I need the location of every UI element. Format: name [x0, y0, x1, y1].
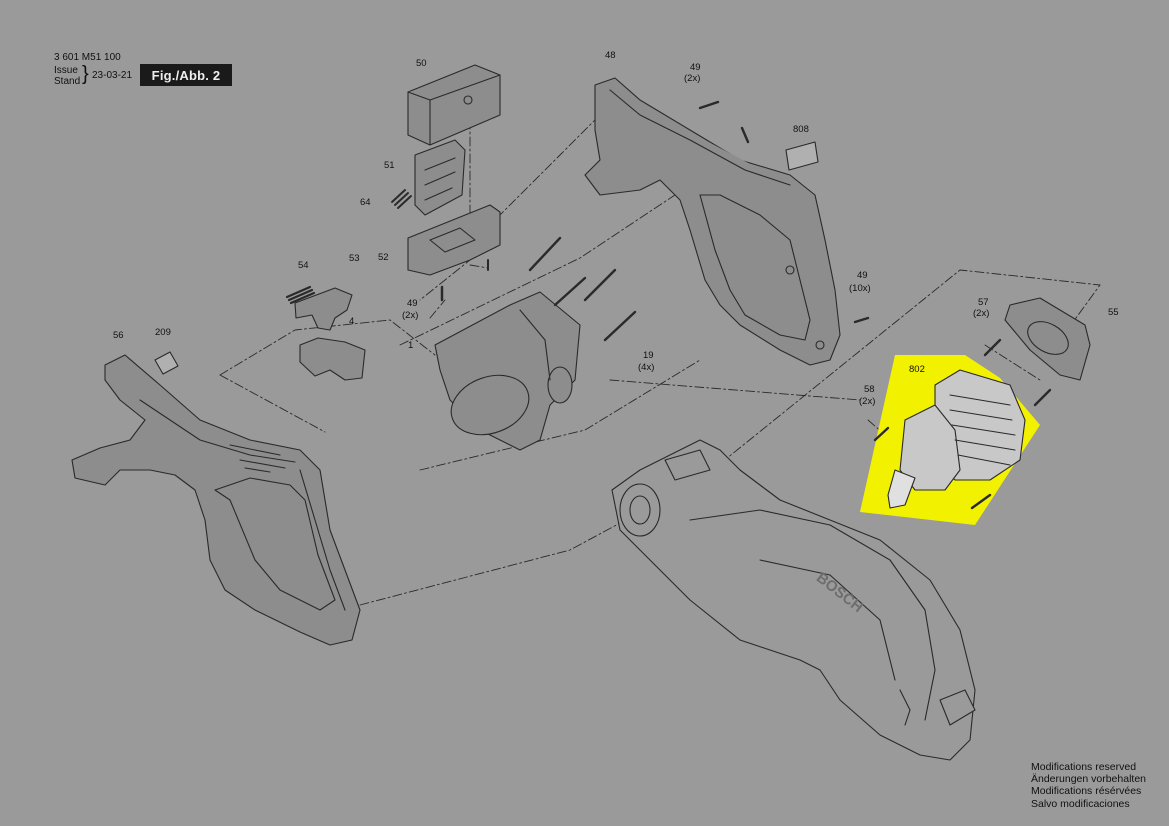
callout-209: 209 [155, 327, 171, 338]
part-55 [1004, 297, 1091, 381]
callout-64: 64 [360, 197, 371, 208]
motor-housing-1 [434, 291, 581, 451]
stand-label: Stand [54, 76, 81, 87]
figure-label: Fig./Abb. 2 [140, 64, 232, 86]
modifications-line-es: Salvo modificaciones [1031, 797, 1130, 810]
handle-56 [71, 354, 361, 646]
callout-57-qty: (2x) [973, 308, 990, 319]
callout-802: 802 [909, 364, 925, 375]
motor-802 [887, 369, 1026, 509]
part-52 [407, 204, 501, 276]
label-209 [154, 351, 179, 375]
modifications-line-de: Änderungen vorbehalten [1031, 773, 1147, 786]
callout-49b-qty: (2x) [402, 310, 419, 321]
brace: } [82, 63, 89, 85]
handle-48 [584, 77, 841, 366]
screw-49c [853, 316, 870, 324]
callout-4: 4 [349, 316, 355, 327]
saw-guard [611, 439, 976, 761]
part-51 [414, 139, 466, 216]
part-50 [407, 64, 501, 146]
modifications-line-fr: Modifications résérvées [1031, 785, 1142, 798]
callout-56: 56 [113, 330, 124, 341]
label-808 [785, 141, 819, 171]
modifications-notice: Modifications reserved Änderungen vorbeh… [1031, 761, 1146, 810]
part-number: 3 601 M51 100 [54, 52, 121, 63]
screws-49a [698, 100, 750, 144]
callout-1: 1 [408, 340, 414, 351]
callout-808: 808 [793, 124, 809, 135]
callout-19-qty: (4x) [638, 362, 655, 373]
callout-51: 51 [384, 160, 395, 171]
callout-49a-qty: (2x) [684, 73, 701, 84]
callout-58: 58 [864, 384, 875, 395]
callout-55: 55 [1108, 307, 1119, 318]
screws-19 [528, 236, 637, 342]
callout-19: 19 [643, 350, 654, 361]
callout-54: 54 [298, 260, 309, 271]
screws-58 [873, 426, 992, 510]
callout-49c: 49 [857, 270, 868, 281]
spring-64 [391, 189, 412, 209]
callout-57: 57 [978, 297, 989, 308]
callout-49b: 49 [407, 298, 418, 309]
modifications-line-en: Modifications reserved [1031, 761, 1137, 773]
callout-48: 48 [605, 50, 616, 61]
assembly-lines [219, 114, 1101, 606]
parts-54-53-4 [285, 285, 366, 381]
screws-57 [983, 338, 1052, 407]
issue-label: Issue [54, 65, 78, 76]
callout-50: 50 [416, 58, 427, 69]
callout-49a: 49 [690, 62, 701, 73]
callout-53: 53 [349, 253, 360, 264]
callout-52: 52 [378, 252, 389, 263]
callout-49c-qty: (10x) [849, 283, 871, 294]
issue-date: 23-03-21 [92, 70, 133, 81]
callout-58-qty: (2x) [859, 396, 876, 407]
